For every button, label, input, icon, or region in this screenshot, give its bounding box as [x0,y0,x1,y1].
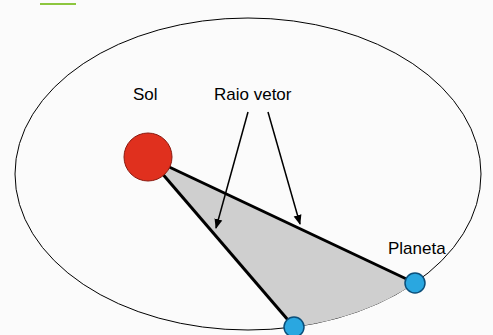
radius-vector [148,157,294,327]
planet-dot [405,273,425,293]
leader-arrow [268,112,300,224]
slide-decoration [40,3,76,5]
swept-area [148,157,415,327]
radius-vector [148,157,415,283]
leader-arrow [216,112,248,228]
sun-label: Sol [133,86,158,105]
sun-circle [124,133,172,181]
vector-label: Raio vetor [214,86,291,105]
orbit-ellipse [15,18,481,330]
planet-dot [284,317,304,335]
planet-label: Planeta [388,240,446,259]
